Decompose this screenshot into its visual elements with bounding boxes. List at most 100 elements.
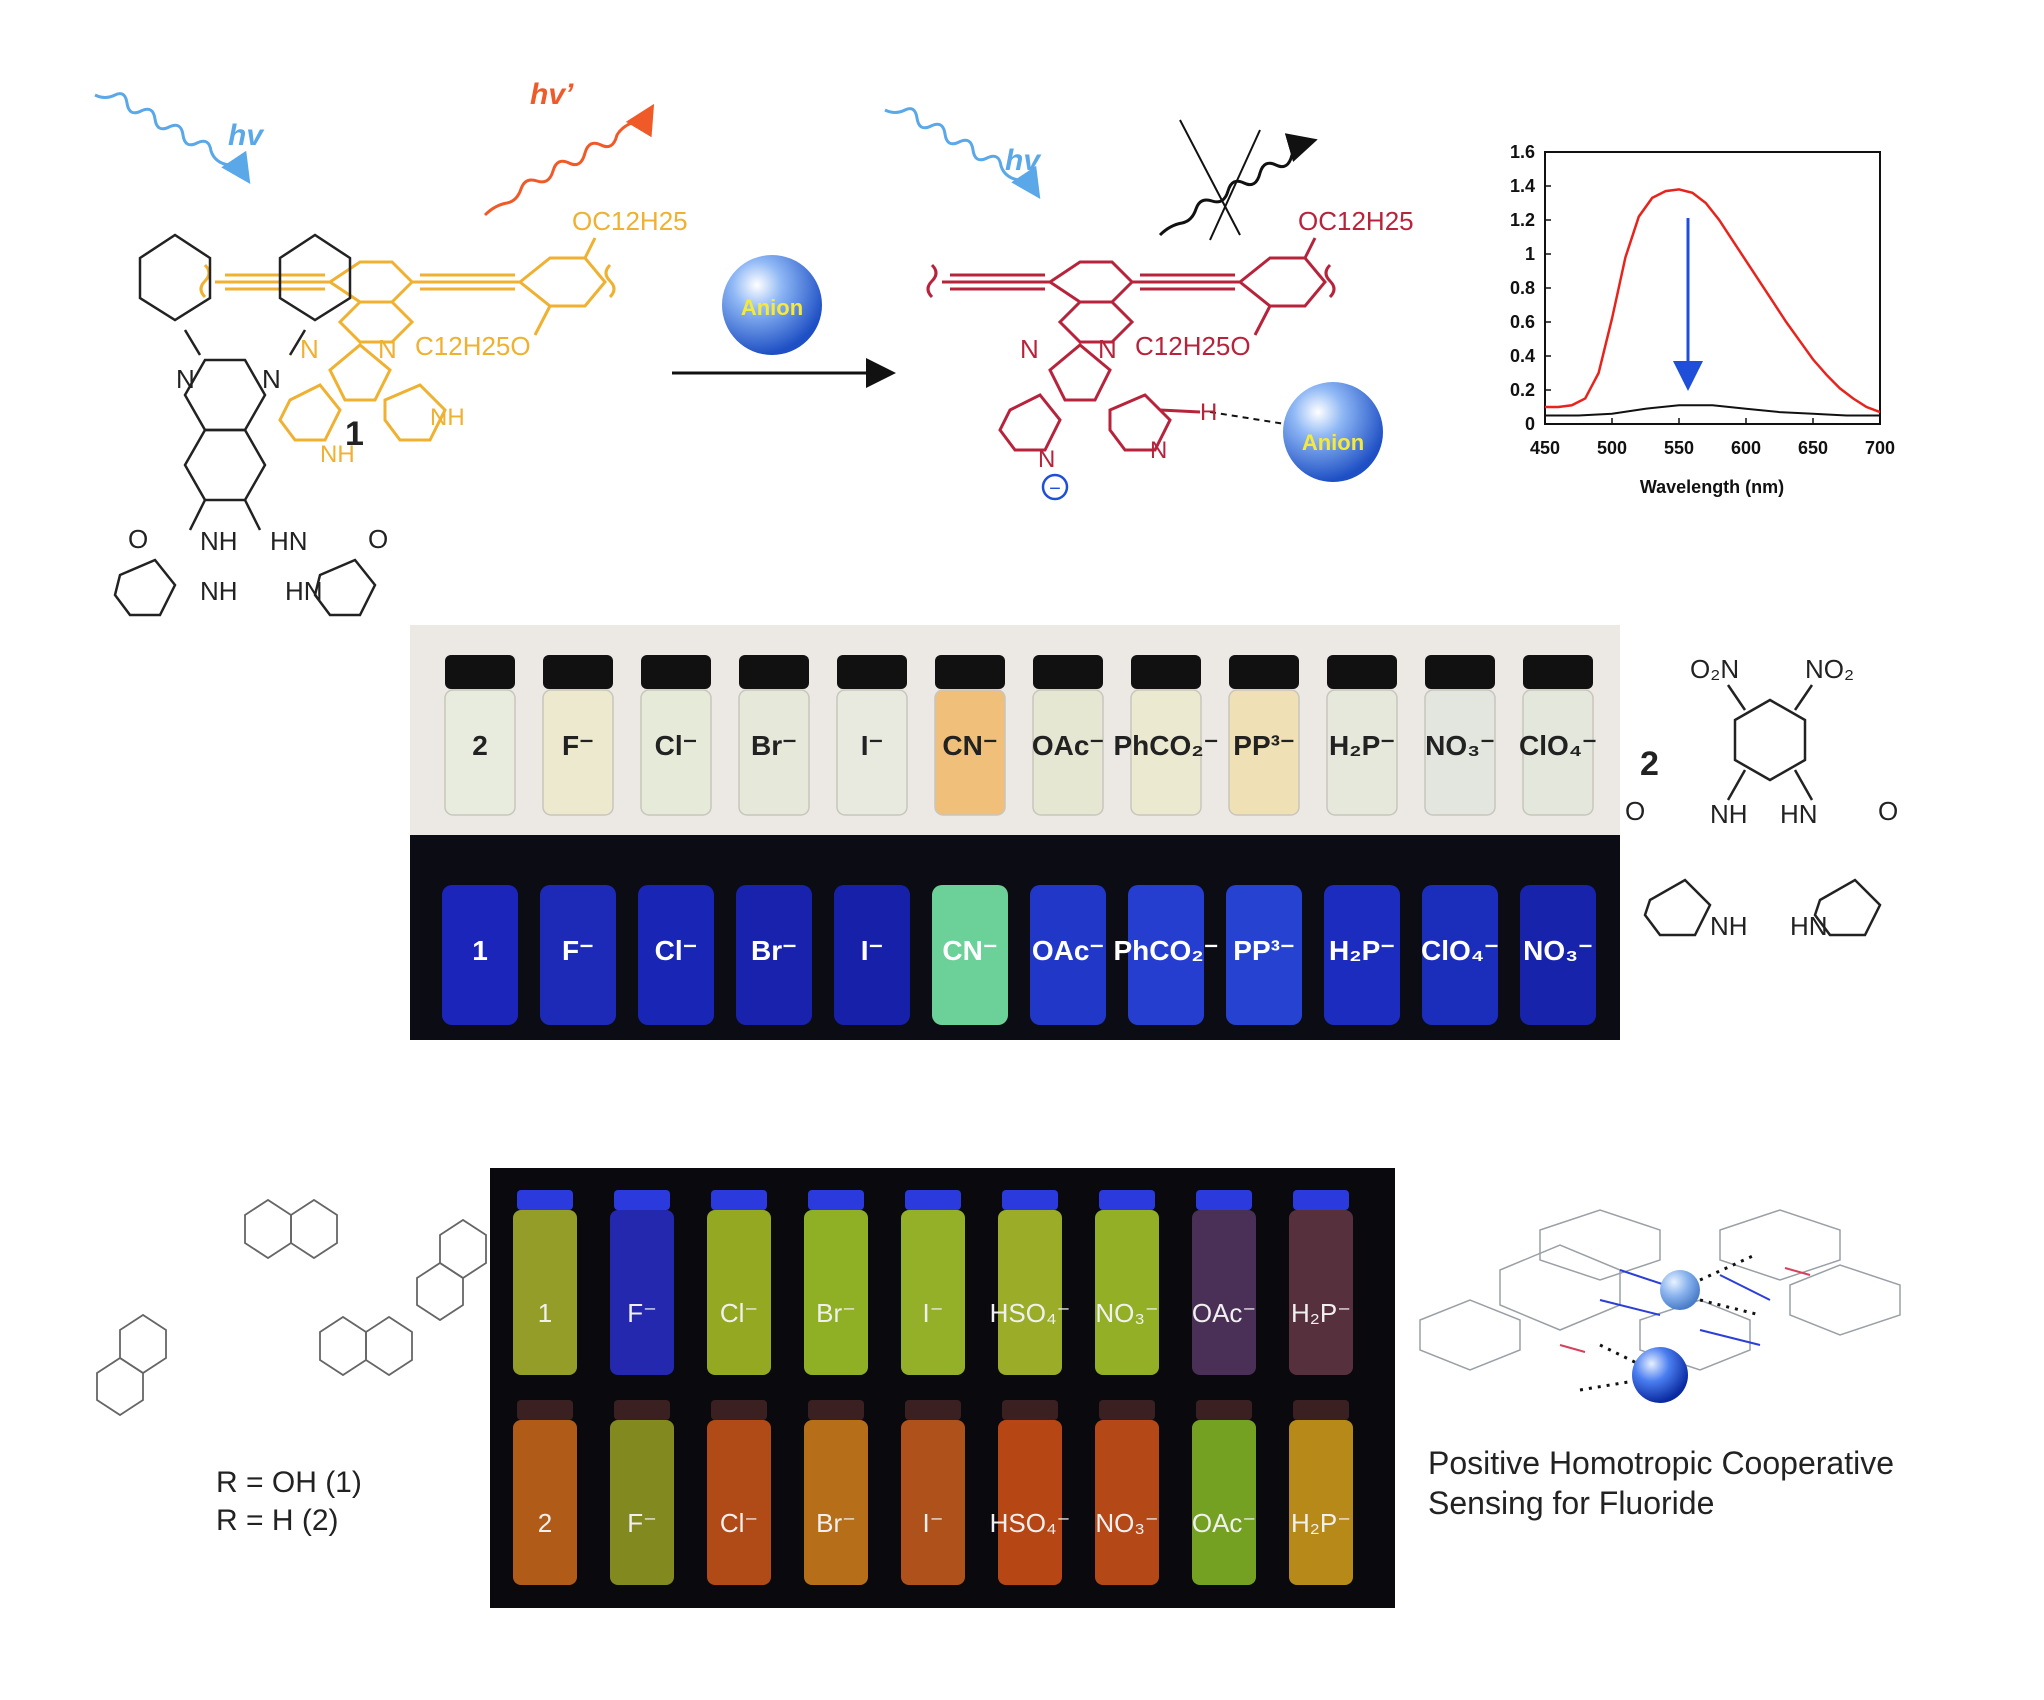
hv-label-2: hv [1005, 144, 1042, 177]
hydrogen-bond [1209, 411, 1311, 429]
vial-cap-icon [935, 655, 1005, 689]
daylight-vial: PP³⁻ [1228, 655, 1300, 816]
vial-label: CN⁻ [942, 935, 997, 966]
x-tick-label: 550 [1664, 438, 1694, 458]
vial-cap-icon [711, 1400, 767, 1420]
vial-label: F⁻ [562, 730, 594, 761]
compound-1-labels: N N NH HN O O NH HN 1 [128, 364, 388, 606]
vial-body [998, 1210, 1062, 1375]
c12h25o-label-2: C12H25O [1135, 331, 1251, 361]
vial-label: CN⁻ [942, 730, 997, 761]
vial-cap-icon [517, 1190, 573, 1210]
vial-cap-icon [1293, 1190, 1349, 1210]
x-tick-label: 650 [1798, 438, 1828, 458]
hn-label: HN [270, 526, 308, 556]
red-backbone [926, 237, 1336, 452]
vial-cap-icon [808, 1400, 864, 1420]
uv-vial: F⁻ [540, 885, 616, 1025]
vial-label: HSO₄⁻ [990, 1298, 1071, 1328]
row1-vial: HSO₄⁻ [990, 1190, 1071, 1375]
c12h25o-label: C12H25O [415, 331, 531, 361]
vial-label: OAc⁻ [1192, 1508, 1256, 1538]
anion-sphere-icon-2 [1283, 382, 1383, 482]
x-axis-title: Wavelength (nm) [1640, 477, 1784, 497]
series-line-free [1545, 188, 1881, 414]
glowing-vial-body [932, 885, 1008, 1025]
y-tick-label: 1.2 [1510, 210, 1535, 230]
y-tick-label: 1.6 [1510, 142, 1535, 162]
vial-label: F⁻ [562, 935, 594, 966]
row2-vial: H₂P⁻ [1289, 1400, 1353, 1585]
uv-vial: ClO₄⁻ [1421, 885, 1499, 1025]
vial-label: Br⁻ [816, 1298, 856, 1328]
vial-label: F⁻ [627, 1298, 657, 1328]
vial-cap-icon [1131, 655, 1201, 689]
x-tick-label: 500 [1597, 438, 1627, 458]
n-right-2: N [1098, 334, 1117, 364]
vial-label: I⁻ [861, 935, 884, 966]
row1-vial: H₂P⁻ [1289, 1190, 1353, 1375]
nh-right: NH [430, 404, 465, 431]
x-tick-label: 450 [1530, 438, 1560, 458]
excitation-wave-icon [94, 92, 251, 184]
vial-cap-icon [808, 1190, 864, 1210]
glowing-vial-body [1324, 885, 1400, 1025]
vial-cap-icon [445, 655, 515, 689]
glowing-vial-body [834, 885, 910, 1025]
sensor-polymer-free: hv hv’ N N OC12H25 C12H25O NH NH [94, 78, 688, 468]
vial-label: PhCO₂⁻ [1114, 935, 1219, 966]
vial-label: Br⁻ [751, 730, 797, 761]
vial-body [640, 689, 712, 816]
anion-sphere-icon [722, 255, 822, 355]
uv-vial: CN⁻ [932, 885, 1008, 1025]
vial-label: ClO₄⁻ [1421, 935, 1499, 966]
glowing-vial-body [736, 885, 812, 1025]
vial-cap-icon [1002, 1400, 1058, 1420]
o-label: O [128, 524, 148, 554]
vial-body [1192, 1420, 1256, 1585]
compound-1-number: 1 [345, 415, 364, 453]
o-label-c2: O [1625, 796, 1645, 826]
y-tick-label: 0.4 [1510, 346, 1535, 366]
anion-label-2: Anion [1302, 430, 1364, 455]
hn-pyrrole-c2: HN [1790, 911, 1828, 941]
hv-label: hv [228, 119, 265, 152]
vial-body [901, 1420, 965, 1585]
daylight-vial: F⁻ [542, 655, 614, 816]
vial-label: PP³⁻ [1233, 730, 1294, 761]
vial-label: NO₃⁻ [1523, 935, 1593, 966]
y-tick-label: 0.6 [1510, 312, 1535, 332]
vial-label: I⁻ [923, 1298, 944, 1328]
vial-cap-icon [1002, 1190, 1058, 1210]
vial-label: NO₃⁻ [1425, 730, 1495, 761]
daylight-vial: NO₃⁻ [1424, 655, 1496, 816]
vial-label: NO₃⁻ [1095, 1298, 1158, 1328]
uv-vial: PhCO₂⁻ [1114, 885, 1219, 1025]
series-line-bound [1545, 404, 1880, 417]
anion-label: Anion [741, 295, 803, 320]
minus-sign: − [1049, 478, 1061, 500]
vial-label: ClO₄⁻ [1519, 730, 1597, 761]
n-minus-label: N [1038, 446, 1055, 473]
vial-label: PP³⁻ [1233, 935, 1294, 966]
vial-cap-icon [711, 1190, 767, 1210]
o2n-label: O₂N [1690, 654, 1739, 684]
row1-vial: Cl⁻ [707, 1190, 771, 1375]
vial-body [1032, 689, 1104, 816]
nh-label-c2: NH [1710, 799, 1748, 829]
vial-body [1326, 689, 1398, 816]
daylight-vial: I⁻ [836, 655, 908, 816]
vial-body [1289, 1420, 1353, 1585]
vial-body [1130, 689, 1202, 816]
vial-label: Br⁻ [751, 935, 797, 966]
glowing-vial-body [442, 885, 518, 1025]
vial-body [1522, 689, 1594, 816]
n-bound: N [1150, 437, 1167, 464]
vial-label: OAc⁻ [1032, 730, 1104, 761]
compound-2-number: 2 [1640, 745, 1659, 783]
vial-body [1192, 1210, 1256, 1375]
row2-vial: NO₃⁻ [1095, 1400, 1159, 1585]
